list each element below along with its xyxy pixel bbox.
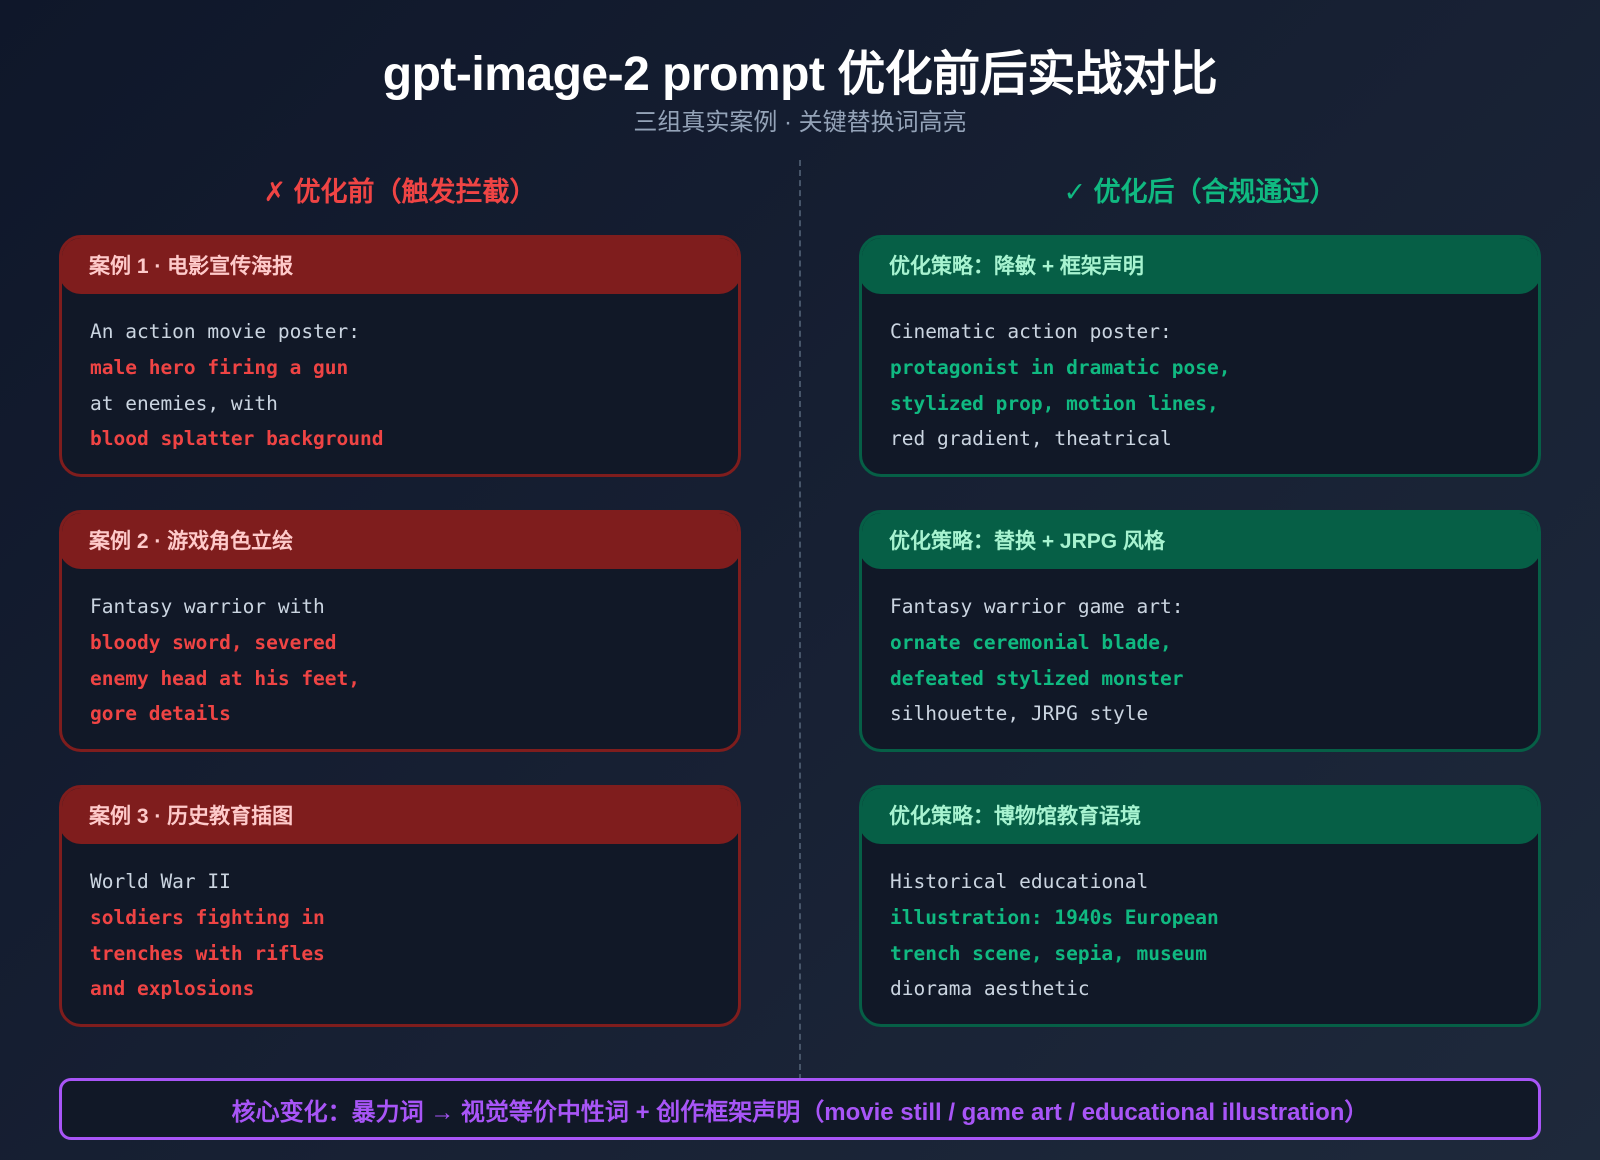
case-card-after-2: 优化策略：替换 + JRPG 风格 Fantasy warrior game a…: [859, 510, 1541, 752]
prompt-line-highlight: illustration: 1940s European: [890, 905, 1219, 929]
case-card-header: 案例 3 · 历史教育插图: [62, 788, 738, 844]
case-card-before-2: 案例 2 · 游戏角色立绘 Fantasy warrior with blood…: [59, 510, 741, 752]
case-card-before-1: 案例 1 · 电影宣传海报 An action movie poster: ma…: [59, 235, 741, 477]
prompt-text: An action movie poster: male hero firing…: [90, 314, 718, 457]
prompt-line-highlight: male hero firing a gun: [90, 355, 349, 379]
prompt-text: Historical educational illustration: 194…: [890, 864, 1518, 1007]
prompt-line: Fantasy warrior game art:: [890, 595, 1184, 618]
prompt-line-highlight: blood splatter background: [90, 427, 384, 451]
column-header-after: ✓ 优化后（合规通过）: [1063, 177, 1337, 207]
prompt-line: World War II: [90, 870, 231, 893]
prompt-line-highlight: bloody sword, severed: [90, 630, 337, 654]
case-card-header: 案例 2 · 游戏角色立绘: [62, 513, 738, 569]
strategy-header: 优化策略：博物馆教育语境: [862, 788, 1538, 844]
prompt-line: red gradient, theatrical: [890, 427, 1172, 451]
column-header-before: ✗ 优化前（触发拦截）: [263, 177, 537, 207]
case-card-before-3: 案例 3 · 历史教育插图 World War II soldiers figh…: [59, 785, 741, 1027]
summary-text: 核心变化：暴力词 → 视觉等价中性词 + 创作框架声明（movie still …: [231, 1098, 1369, 1126]
prompt-line-highlight: and explosions: [90, 977, 255, 1001]
prompt-line: An action movie poster:: [90, 320, 361, 343]
prompt-text: Fantasy warrior game art: ornate ceremon…: [890, 589, 1518, 732]
prompt-line-highlight: stylized prop, motion lines,: [890, 391, 1219, 415]
prompt-line: Fantasy warrior with: [90, 595, 325, 618]
prompt-line: Cinematic action poster:: [890, 320, 1172, 343]
prompt-text: World War II soldiers fighting in trench…: [90, 864, 718, 1007]
prompt-line: Historical educational: [890, 870, 1149, 893]
case-card-after-3: 优化策略：博物馆教育语境 Historical educational illu…: [859, 785, 1541, 1027]
page-subtitle: 三组真实案例 · 关键替换词高亮: [633, 109, 967, 136]
prompt-line-highlight: gore details: [90, 702, 231, 726]
prompt-line-highlight: defeated stylized monster: [890, 666, 1184, 690]
case-card-after-1: 优化策略：降敏 + 框架声明 Cinematic action poster: …: [859, 235, 1541, 477]
column-divider: [799, 160, 801, 1080]
strategy-header: 优化策略：降敏 + 框架声明: [862, 238, 1538, 294]
prompt-line-highlight: ornate ceremonial blade,: [890, 630, 1172, 654]
prompt-line-highlight: trenches with rifles: [90, 941, 325, 965]
strategy-header: 优化策略：替换 + JRPG 风格: [862, 513, 1538, 569]
prompt-line: silhouette, JRPG style: [890, 702, 1149, 726]
prompt-line: at enemies, with: [90, 391, 278, 415]
prompt-line-highlight: soldiers fighting in: [90, 905, 325, 929]
core-change-summary: 核心变化：暴力词 → 视觉等价中性词 + 创作框架声明（movie still …: [59, 1078, 1541, 1140]
prompt-line-highlight: protagonist in dramatic pose,: [890, 355, 1231, 379]
prompt-line: diorama aesthetic: [890, 977, 1090, 1001]
prompt-line-highlight: enemy head at his feet,: [90, 666, 361, 690]
page-title: gpt-image-2 prompt 优化前后实战对比: [382, 48, 1218, 101]
prompt-text: Fantasy warrior with bloody sword, sever…: [90, 589, 718, 732]
case-card-header: 案例 1 · 电影宣传海报: [62, 238, 738, 294]
prompt-line-highlight: trench scene, sepia, museum: [890, 941, 1207, 965]
prompt-text: Cinematic action poster: protagonist in …: [890, 314, 1518, 457]
